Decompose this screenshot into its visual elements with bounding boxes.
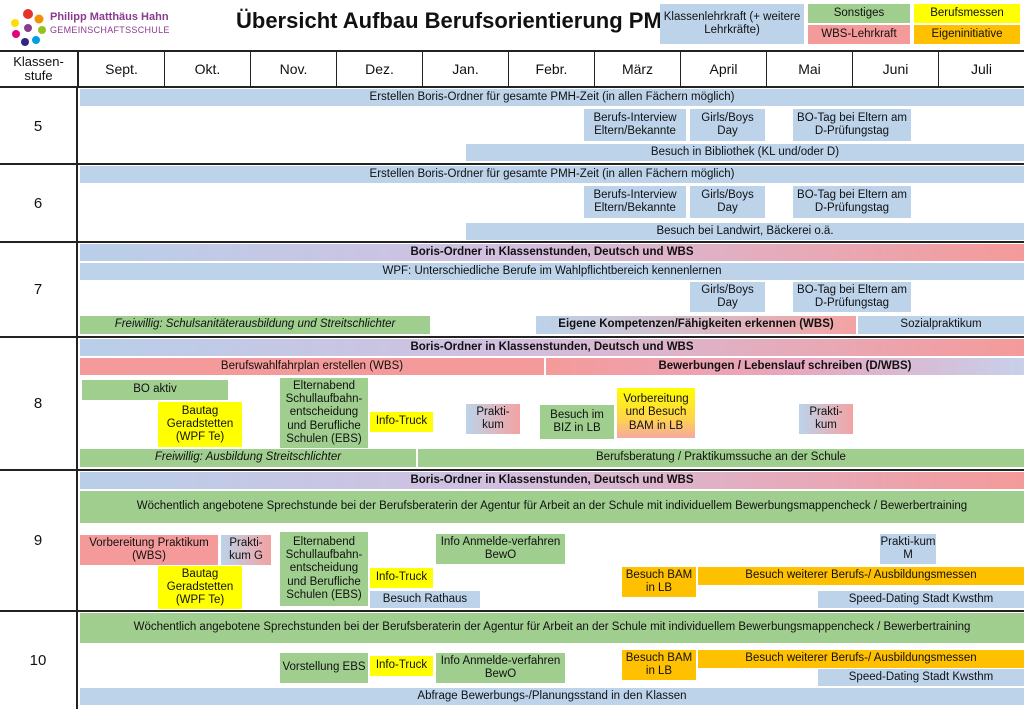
g9-info-anmeldeverfahren: Info Anmelde-verfahren BewO: [436, 534, 565, 564]
page-title: Übersicht Aufbau Berufsorientierung PMH: [236, 8, 678, 33]
g8-info-truck: Info-Truck: [370, 412, 433, 432]
g9-boris-ordner: Boris-Ordner in Klassenstunden, Deutsch …: [80, 472, 1024, 489]
header-klassenstufe: Klassen-stufe: [0, 50, 79, 88]
month-jan: Jan.: [423, 50, 509, 88]
g10-info-truck: Info-Truck: [370, 656, 433, 676]
g7-kompetenzen: Eigene Kompetenzen/Fähigkeiten erkennen …: [536, 316, 856, 334]
g5-berufs-interview: Berufs-Interview Eltern/Bekannte: [584, 109, 686, 141]
g10-vorstellung-ebs: Vorstellung EBS: [280, 653, 368, 683]
legend-sonstiges: Sonstiges: [808, 4, 910, 23]
legend-eigeninitiative: Eigeninitiative: [914, 25, 1020, 44]
logo-dots-icon: [11, 9, 46, 46]
grade-7-label: 7: [0, 243, 78, 336]
g8-bam: Vorbereitung und Besuch BAM in LB: [617, 388, 695, 438]
grade-6-label: 6: [0, 165, 78, 241]
row-divider: [0, 163, 1024, 165]
month-juli: Juli: [939, 50, 1024, 88]
g9-berufsmessen: Besuch weiterer Berufs-/ Ausbildungsmess…: [698, 567, 1024, 585]
month-okt: Okt.: [165, 50, 251, 88]
g9-elternabend: Elternabend Schullaufbahn-entscheidung u…: [280, 532, 368, 606]
g10-abfrage: Abfrage Bewerbungs-/Planungsstand in den…: [80, 688, 1024, 705]
g7-boris-ordner: Boris-Ordner in Klassenstunden, Deutsch …: [80, 244, 1024, 261]
g9-besuch-rathaus: Besuch Rathaus: [370, 591, 480, 608]
g7-bo-tag: BO-Tag bei Eltern am D-Prüfungstag: [793, 282, 911, 312]
g6-berufs-interview: Berufs-Interview Eltern/Bekannte: [584, 186, 686, 218]
legend-klassenlehrkraft: Klassenlehrkraft (+ weitere Lehrkräfte): [660, 4, 804, 44]
g8-praktikum-1: Prakti-kum: [466, 404, 520, 434]
row-divider: [0, 336, 1024, 338]
g7-freiwillig: Freiwillig: Schulsanitäterausbildung und…: [80, 316, 430, 334]
month-dez: Dez.: [337, 50, 423, 88]
g6-landwirt: Besuch bei Landwirt, Bäckerei o.ä.: [466, 223, 1024, 240]
month-april: April: [681, 50, 767, 88]
g8-elternabend: Elternabend Schullaufbahn-entscheidung u…: [280, 378, 368, 448]
g5-bo-tag: BO-Tag bei Eltern am D-Prüfungstag: [793, 109, 911, 141]
g9-speed-dating: Speed-Dating Stadt Kwsthm: [818, 591, 1024, 608]
grade-9-label: 9: [0, 471, 78, 610]
g8-bewerbungen: Bewerbungen / Lebenslauf schreiben (D/WB…: [546, 358, 1024, 375]
g9-info-truck: Info-Truck: [370, 568, 433, 588]
g7-wpf: WPF: Unterschiedliche Berufe im Wahlpfli…: [80, 263, 1024, 280]
g8-berufswahlfahrplan: Berufswahlfahrplan erstellen (WBS): [80, 358, 544, 375]
g10-besuch-bam: Besuch BAM in LB: [622, 650, 696, 680]
g7-sozialpraktikum: Sozialpraktikum: [858, 316, 1024, 334]
g5-boris-ordner: Erstellen Boris-Ordner für gesamte PMH-Z…: [80, 89, 1024, 106]
g9-praktikum-g: Prakti-kum G: [221, 535, 271, 565]
school-logo: Philipp Matthäus Hahn GEMEINSCHAFTSSCHUL…: [6, 4, 169, 46]
g9-sprechstunde: Wöchentlich angebotene Sprechstunde bei …: [80, 491, 1024, 523]
g6-boris-ordner: Erstellen Boris-Ordner für gesamte PMH-Z…: [80, 166, 1024, 183]
g8-bautag: Bautag Geradstetten (WPF Te): [158, 402, 242, 447]
month-nov: Nov.: [251, 50, 337, 88]
g6-bo-tag: BO-Tag bei Eltern am D-Prüfungstag: [793, 186, 911, 218]
g9-vorbereitung-praktikum: Vorbereitung Praktikum (WBS): [80, 535, 218, 565]
grade-5-label: 5: [0, 88, 78, 164]
legend-wbs-lehrkraft: WBS-Lehrkraft: [808, 25, 910, 44]
g10-speed-dating: Speed-Dating Stadt Kwsthm: [818, 669, 1024, 686]
g10-sprechstunden: Wöchentlich angebotene Sprechstunden bei…: [80, 613, 1024, 643]
g6-girls-boys-day: Girls/Boys Day: [690, 186, 765, 218]
month-mai: Mai: [767, 50, 853, 88]
month-sept: Sept.: [79, 50, 165, 88]
grade-8-label: 8: [0, 338, 78, 469]
g7-girls-boys-day: Girls/Boys Day: [690, 282, 765, 312]
month-juni: Juni: [853, 50, 939, 88]
g10-info-anmeldeverfahren: Info Anmelde-verfahren BewO: [436, 653, 565, 683]
g8-boris-ordner: Boris-Ordner in Klassenstunden, Deutsch …: [80, 339, 1024, 356]
g5-bibliothek: Besuch in Bibliothek (KL und/oder D): [466, 144, 1024, 161]
g5-girls-boys-day: Girls/Boys Day: [690, 109, 765, 141]
g9-praktikum-m: Prakti-kum M: [880, 534, 936, 564]
g8-berufsberatung: Berufsberatung / Praktikumssuche an der …: [418, 449, 1024, 467]
month-maerz: März: [595, 50, 681, 88]
grade-10-label: 10: [0, 612, 78, 709]
g8-praktikum-2: Prakti-kum: [799, 404, 853, 434]
row-divider: [0, 469, 1024, 471]
g8-freiwillig: Freiwillig: Ausbildung Streitschlichter: [80, 449, 416, 467]
logo-subtitle: GEMEINSCHAFTSSCHULE: [50, 25, 170, 35]
g8-bo-aktiv: BO aktiv: [82, 380, 228, 400]
g8-besuch-biz: Besuch im BIZ in LB: [540, 405, 614, 439]
legend-berufsmessen: Berufsmessen: [914, 4, 1020, 23]
month-febr: Febr.: [509, 50, 595, 88]
row-divider: [0, 241, 1024, 243]
g9-bautag: Bautag Geradstetten (WPF Te): [158, 566, 242, 609]
logo-name: Philipp Matthäus Hahn: [50, 11, 169, 23]
g10-berufsmessen: Besuch weiterer Berufs-/ Ausbildungsmess…: [698, 650, 1024, 668]
g9-besuch-bam: Besuch BAM in LB: [622, 567, 696, 597]
row-divider: [0, 610, 1024, 612]
